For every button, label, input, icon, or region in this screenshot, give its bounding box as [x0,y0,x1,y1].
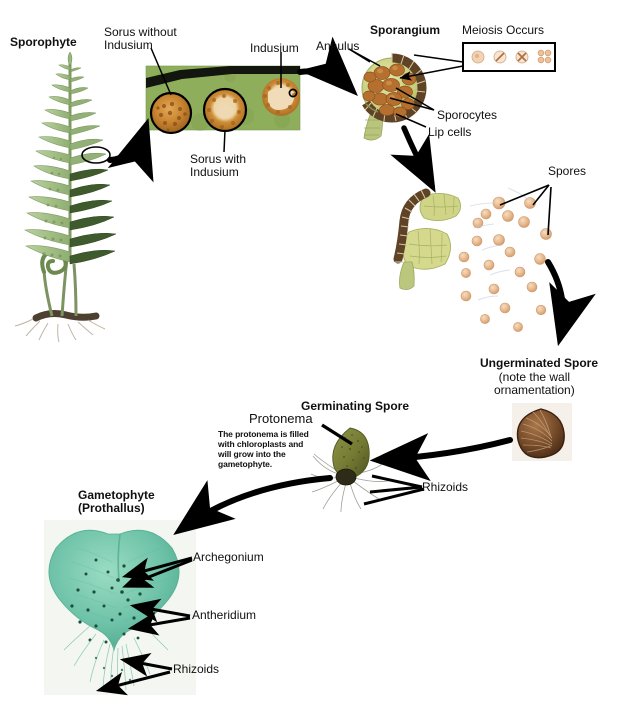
label-germinating-spore: Germinating Spore [301,399,410,413]
label-ungerminated-spore-note: (note the wall ornamentation) [494,370,575,397]
label-indusium: Indusium [250,41,299,55]
label-meiosis-occurs: Meiosis Occurs [462,23,545,37]
arrow-archegonium-a [121,556,193,581]
leader-rhizoids-spore-b [369,485,423,494]
arrow-spores-to-ungerminated [545,259,596,347]
annulus-ring [362,53,427,123]
arrow-antheridium-b [127,611,191,636]
label-protonema-note: The protonema is filled with chloroplast… [218,429,309,469]
arrow-archegonium-b [122,558,193,588]
label-gametophyte: Gametophyte (Prothallus) [78,488,155,515]
label-sorus-with-indusium: Sorus with Indusium [190,152,247,179]
leader-sporocytes-a [395,87,435,111]
arrow-inset-to-sporangium [297,36,358,96]
arrow-rhizoids-gametophyte-a [119,652,173,677]
label-spores: Spores [548,164,587,178]
label-sporocytes: Sporocytes [437,108,498,122]
label-sporophyte: Sporophyte [10,35,77,49]
spore-shower [458,187,552,332]
meiosis-panel-box [462,42,556,72]
sporangium-illustration [361,53,427,141]
sporophyte-fern-illustration [14,51,117,343]
sporocyte-mass [362,63,417,118]
label-rhizoids-gametophyte: Rhizoids [173,662,220,676]
leader-rhizoids-spore-a [371,474,423,489]
sorus-inset-photo [145,65,301,135]
label-antheridium: Antheridium [192,608,257,622]
leader-protonema [321,423,353,446]
label-protonema: Protonema [249,411,313,426]
arrow-rhizoids-gametophyte-b [95,670,171,696]
label-sporangium: Sporangium [370,23,441,37]
leader-rhizoids-spore-c [363,487,425,506]
label-archegonium: Archegonium [193,550,264,564]
germinating-spore-illustration [310,427,389,513]
leader-meiosis-to-sporangium [399,65,464,81]
leader-spores-c [547,186,552,236]
leader-sporocytes-b [389,97,435,111]
ungerminated-spore-photo [512,403,572,461]
opened-sporangium-illustration [393,187,552,332]
label-lip-cells: Lip cells [428,125,472,139]
sorus-magnification-ellipse [81,146,111,164]
arrow-sporophyte-to-sorus-inset [107,117,154,183]
leader-spores-a [499,184,550,206]
leader-sorus-with-indusium [223,129,226,153]
label-rhizoids-germinating-spore: Rhizoids [422,480,469,494]
label-ungerminated-spore: Ungerminated Spore [480,356,599,370]
arrow-germinating-to-gametophyte [173,475,333,535]
leader-lip-cells [395,113,427,128]
arrow-ungerminated-to-germinating [369,433,513,482]
arrow-antheridium-a [129,598,191,623]
fern-pinnae [24,51,117,265]
label-sorus-without-indusium: Sorus without Indusium [104,25,177,52]
leader-sorus-without-indusium [150,47,172,96]
leader-meiosis-edge [413,54,464,63]
leader-spores-b [532,184,550,206]
label-annulus: Annulus [316,39,360,53]
